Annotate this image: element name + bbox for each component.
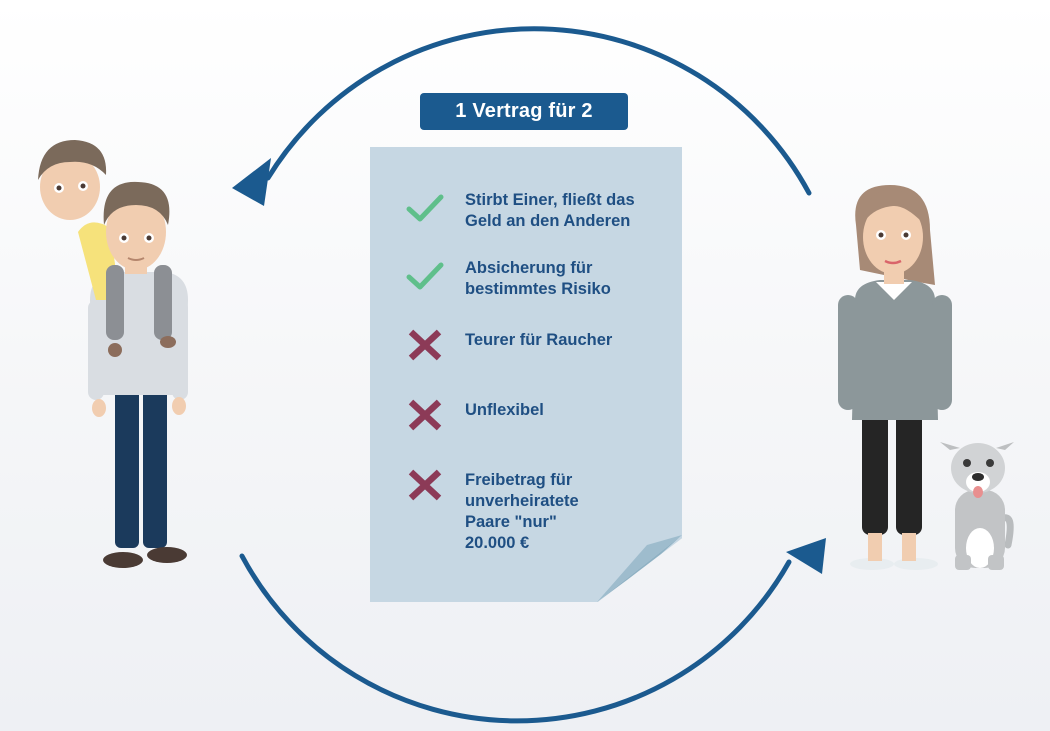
cross-icon [405, 468, 445, 502]
list-item: Unflexibel [405, 398, 544, 432]
list-item-text: Absicherung für bestimmtes Risiko [465, 259, 611, 298]
list-item: Teurer für Raucher [405, 328, 613, 362]
document-sheet [370, 147, 682, 602]
list-item-text: Freibetrag für unverheiratete Paare "nur… [465, 471, 579, 552]
lower-arrowhead-icon [786, 538, 826, 574]
list-item: Stirbt Einer, fließt das Geld an den And… [405, 190, 635, 232]
lower-arc-arrow [239, 553, 792, 724]
title-badge: 1 Vertrag für 2 [420, 93, 628, 130]
cross-icon [405, 328, 445, 362]
woman-illustration [838, 185, 952, 570]
list-item-text: Stirbt Einer, fließt das Geld an den And… [465, 191, 635, 230]
list-item: Absicherung für bestimmtes Risiko [405, 258, 611, 300]
upper-arc-arrow [265, 26, 812, 196]
list-item-text: Unflexibel [465, 401, 544, 419]
check-icon [405, 192, 445, 226]
check-icon [405, 260, 445, 294]
cross-icon [405, 398, 445, 432]
father-with-child-illustration [38, 140, 188, 568]
dog-illustration [940, 442, 1014, 570]
list-item-text: Teurer für Raucher [465, 331, 613, 349]
page-curl-icon [597, 535, 682, 602]
upper-arrowhead-icon [232, 158, 271, 206]
list-item: Freibetrag für unverheiratete Paare "nur… [405, 468, 579, 554]
